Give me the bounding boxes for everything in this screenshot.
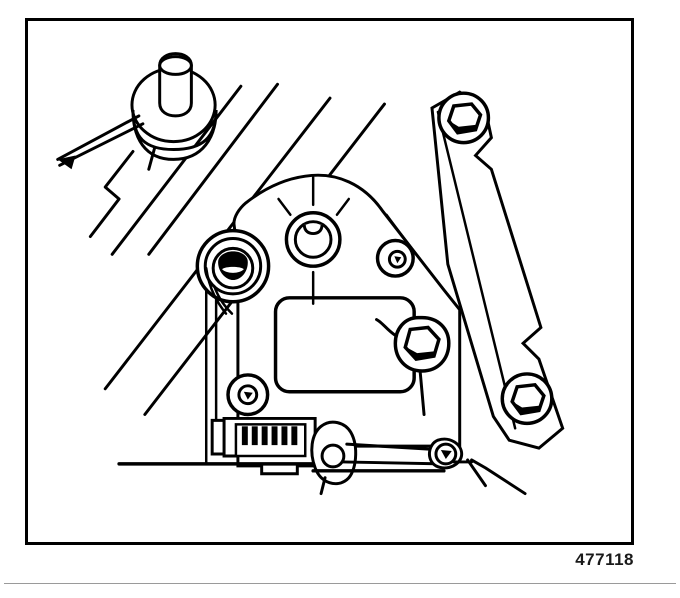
housing-label-plate xyxy=(273,296,416,394)
threaded-stud-post xyxy=(56,52,218,171)
bottom-separator-rule xyxy=(4,583,676,584)
lower-pivot-tab xyxy=(310,420,358,486)
break-line-zigzag xyxy=(88,150,135,239)
small-upper-right-bolt xyxy=(375,238,415,278)
connector-pins xyxy=(241,426,298,446)
electrical-connector xyxy=(210,416,317,476)
small-lower-left-bolt xyxy=(226,373,270,417)
illustration-frame xyxy=(25,18,634,545)
lower-pivot-bolt xyxy=(428,437,464,470)
figure-number-caption: 477118 xyxy=(575,550,634,569)
right-mounting-bolt xyxy=(375,315,451,416)
linkage-rods xyxy=(341,442,446,466)
left-mounting-bolt xyxy=(195,228,271,315)
bracket-bottom-hex-bolt xyxy=(500,372,554,426)
technical-illustration xyxy=(56,52,565,496)
support-bracket-bar xyxy=(430,90,565,450)
base-floor-lines xyxy=(117,458,527,496)
bracket-top-hex-bolt xyxy=(437,91,491,145)
center-boss-with-radiating-marks xyxy=(277,175,351,305)
